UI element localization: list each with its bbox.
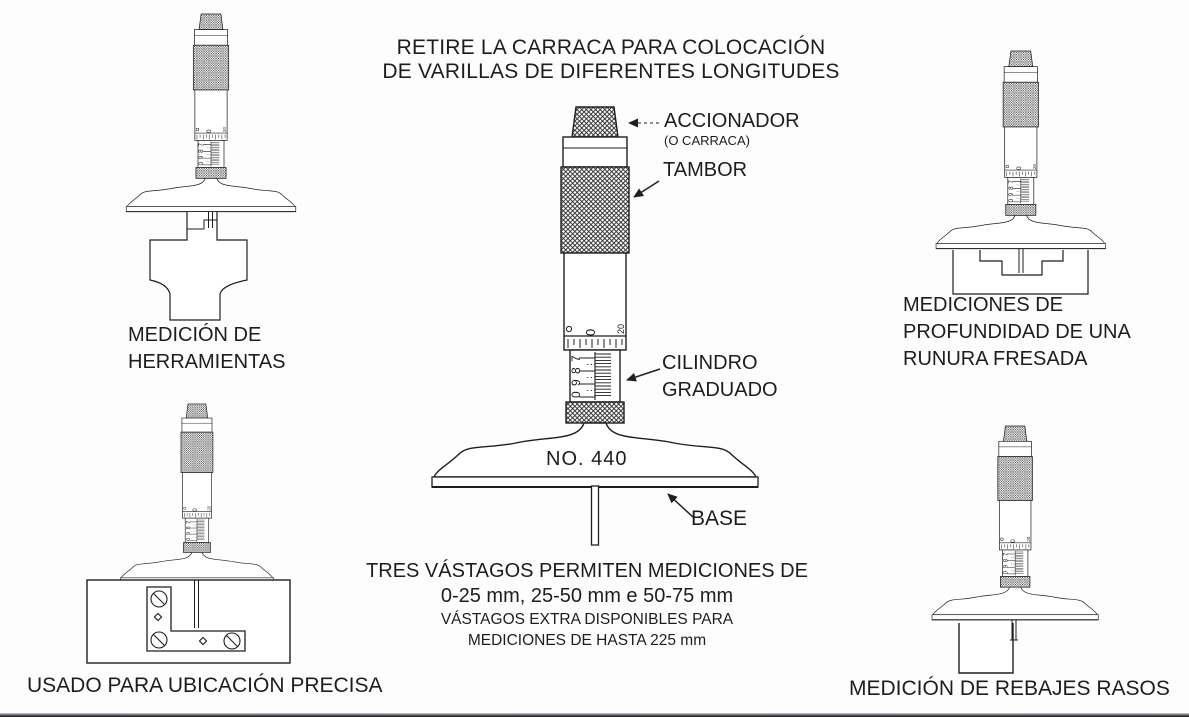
label-graduated-sleeve: CILINDRO GRADUADO bbox=[662, 350, 778, 404]
figure-precise-location bbox=[86, 403, 291, 664]
caption-top-right-line-3: RUNURA FRESADA bbox=[903, 348, 1088, 370]
t-slot bbox=[979, 250, 1064, 276]
label-model-number: NO. 440 bbox=[546, 448, 628, 470]
label-actuator: ACCIONADOR bbox=[664, 110, 800, 132]
leader-lines bbox=[626, 118, 695, 519]
l-shaped-plate bbox=[146, 586, 246, 652]
figure-milled-slot bbox=[935, 50, 1107, 295]
page-bottom-edge bbox=[0, 713, 1189, 717]
label-sleeve-line-2: GRADUADO bbox=[662, 379, 778, 401]
title-line-1: RETIRE LA CARRACA PARA COLOCACIÓN bbox=[396, 36, 826, 59]
note-line-2: 0-25 mm, 25-50 mm e 50-75 mm bbox=[440, 585, 734, 607]
caption-tool-measurement: MEDICIÓN DE HERRAMIENTAS bbox=[128, 322, 285, 376]
caption-top-right-line-1: MEDICIONES DE bbox=[903, 294, 1064, 316]
rod-notes: TRES VÁSTAGOS PERMITEN MEDICIONES DE 0-2… bbox=[262, 559, 912, 651]
caption-top-left-line-1: MEDICIÓN DE bbox=[128, 324, 262, 346]
label-thimble: TAMBOR bbox=[663, 159, 748, 181]
measuring-rod bbox=[590, 485, 600, 546]
caption-milled-slot: MEDICIONES DE PROFUNDIDAD DE UNA RUNURA … bbox=[903, 292, 1131, 373]
slot-block bbox=[952, 250, 1089, 295]
title-line-2: DE VARILLAS DE DIFERENTES LONGITUDES bbox=[382, 60, 840, 83]
figure-center-depth-micrometer bbox=[431, 106, 759, 546]
caption-top-right-line-2: PROFUNDIDAD DE UNA bbox=[903, 321, 1131, 343]
base-leader bbox=[667, 493, 695, 519]
tool-workpiece bbox=[149, 212, 248, 321]
caption-precise-location: USADO PARA UBICACIÓN PRECISA bbox=[27, 674, 383, 697]
label-sleeve-line-1: CILINDRO bbox=[662, 352, 758, 374]
note-line-4: MEDICIONES DE HASTA 225 mm bbox=[467, 632, 707, 649]
thimble-leader bbox=[633, 180, 660, 198]
label-actuator-sub: (O CARRACA) bbox=[664, 133, 750, 148]
diagram-title: RETIRE LA CARRACA PARA COLOCACIÓN DE VAR… bbox=[311, 36, 911, 84]
caption-shallow-recess: MEDICIÓN DE REBAJES RASOS bbox=[849, 677, 1170, 700]
caption-top-left-line-2: HERRAMIENTAS bbox=[128, 351, 286, 373]
label-base: BASE bbox=[691, 507, 748, 530]
sleeve-leader bbox=[626, 368, 661, 382]
note-line-1: TRES VÁSTAGOS PERMITEN MEDICIONES DE bbox=[366, 560, 808, 582]
recess-block bbox=[958, 623, 1014, 674]
figure-shallow-recess bbox=[931, 425, 1099, 674]
note-line-3: VÁSTAGOS EXTRA DISPONIBLES PARA bbox=[440, 611, 734, 628]
figure-tool-measurement bbox=[125, 13, 297, 321]
screw-heads bbox=[150, 590, 241, 650]
